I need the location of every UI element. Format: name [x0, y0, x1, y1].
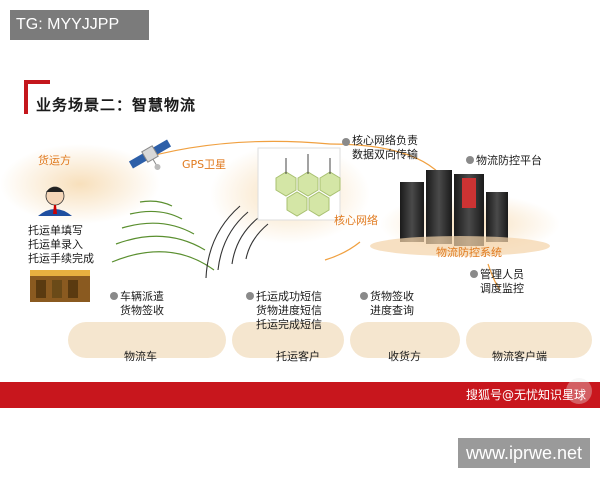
truck-info-dot: [110, 292, 118, 300]
footer-bar: 搜狐号@无忧知识星球: [0, 378, 600, 408]
pill-truck: [68, 322, 226, 358]
server-shadow: [370, 236, 550, 256]
platform-label: 物流防控平台: [476, 154, 542, 167]
core-desc-dot: [342, 138, 350, 146]
title-accent-top: [24, 80, 50, 84]
manager-line-1: 管理人员: [480, 268, 524, 281]
core-desc-1: 核心网络负责: [352, 134, 418, 147]
shipper-person-icon: [38, 186, 72, 216]
shipper-action-3: 托运手续完成: [28, 252, 94, 265]
client-info-3: 托运完成短信: [256, 318, 322, 331]
core-desc-2: 数据双向传输: [352, 148, 418, 161]
gps-satellite-icon: [128, 139, 172, 170]
client-info-2: 货物进度短信: [256, 304, 322, 317]
shipper-label: 货运方: [38, 154, 71, 167]
pill-receiver: [350, 322, 460, 358]
pill-client: [232, 322, 344, 358]
flow-arrow-down: [487, 263, 501, 291]
core-network-label: 核心网络: [334, 214, 378, 227]
title-accent-corner: [24, 80, 28, 92]
shipper-action-2: 托运单录入: [28, 238, 83, 251]
flow-arrow-return: [324, 241, 361, 261]
endpoint-client-label: 托运客户: [276, 350, 320, 363]
endpoint-truck-label: 物流车: [124, 350, 157, 363]
core-network-icon: [257, 147, 341, 221]
warehouse-image: [30, 270, 90, 302]
footer-signature: 搜狐号@无忧知识星球: [465, 388, 586, 402]
receiver-info-dot: [360, 292, 368, 300]
server-rack-icon: [400, 170, 508, 246]
endpoint-logistics-client-label: 物流客户端: [492, 350, 547, 363]
signal-waves-center: [205, 205, 269, 279]
pill-logistics-client: [466, 322, 592, 358]
slide-artwork: [0, 139, 560, 356]
manager-line-2: 调度监控: [480, 282, 524, 295]
platform-system-label: 物流防控系统: [436, 246, 502, 259]
tg-badge: TG: MYYJJPP: [10, 10, 149, 40]
truck-info-1: 车辆派遣: [120, 290, 164, 303]
endpoint-receiver-label: 收货方: [388, 350, 421, 363]
receiver-info-2: 进度查询: [370, 304, 414, 317]
signal-waves-left: [111, 200, 215, 271]
manager-dot: [470, 270, 478, 278]
slide: 业务场景二：智慧物流 货运方 托运单填写 托运单录入 托运手续完成 GPS卫星 …: [0, 74, 600, 408]
gps-label: GPS卫星: [182, 158, 227, 171]
receiver-info-1: 货物签收: [370, 290, 414, 303]
title-accent-bar: [24, 90, 28, 114]
shipper-action-1: 托运单填写: [28, 224, 83, 237]
client-info-dot: [246, 292, 254, 300]
platform-dot: [466, 156, 474, 164]
site-watermark: www.iprwe.net: [458, 438, 590, 468]
truck-info-2: 货物签收: [120, 304, 164, 317]
planet-logo-icon: [566, 378, 592, 404]
slide-title: 业务场景二：智慧物流: [36, 96, 197, 114]
client-info-1: 托运成功短信: [256, 290, 322, 303]
glow-left: [0, 144, 160, 224]
